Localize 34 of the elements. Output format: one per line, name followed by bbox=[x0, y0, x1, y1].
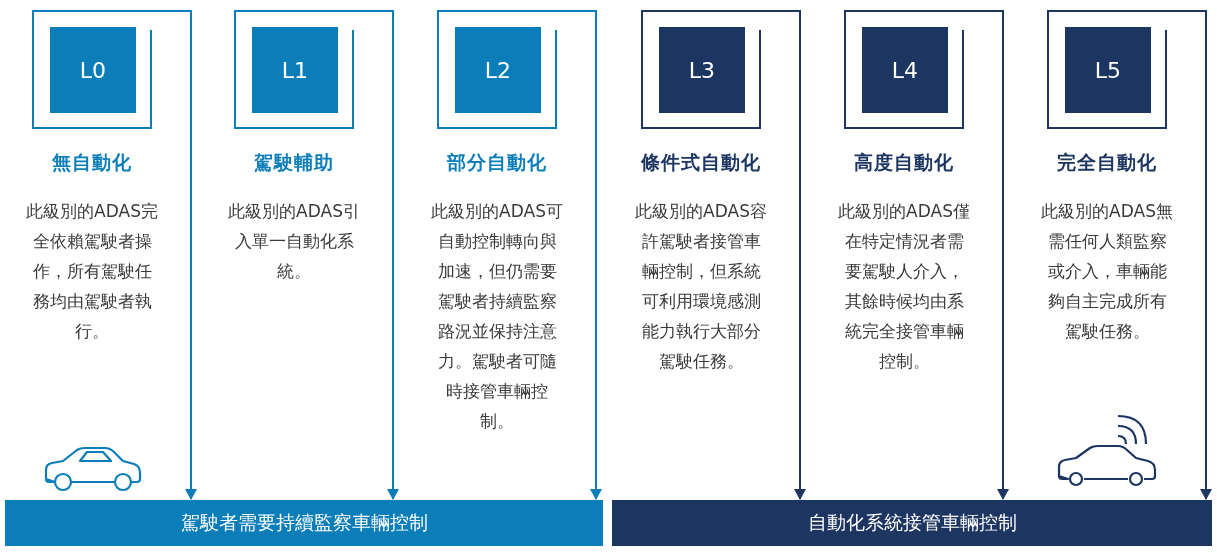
level-title: 駕駛輔助 bbox=[253, 150, 335, 175]
bar-label: 駕駛者需要持續監察車輛控制 bbox=[180, 510, 428, 535]
level-label: L4 bbox=[891, 57, 919, 83]
level-description: 此級別的ADAS引入單一自動化系統。 bbox=[228, 200, 360, 283]
level-title: 無自動化 bbox=[51, 150, 133, 175]
level-label: L1 bbox=[281, 57, 309, 83]
arrow bbox=[997, 439, 1009, 500]
arrow bbox=[1200, 439, 1212, 500]
level-description: 此級別的ADAS容許駕駛者接管車輛控制，但系統可利用環境感測能力執行大部分駕駛任務。 bbox=[635, 200, 767, 373]
level-box bbox=[252, 27, 338, 113]
level-box bbox=[1065, 27, 1151, 113]
category-bar bbox=[612, 500, 1212, 546]
level-title: 完全自動化 bbox=[1056, 150, 1158, 175]
level-title: 高度自動化 bbox=[853, 150, 955, 175]
level-label: L2 bbox=[484, 57, 512, 83]
level-box bbox=[50, 27, 136, 113]
level-box bbox=[455, 27, 541, 113]
level-description: 此級別的ADAS無需任何人類監察或介入，車輛能夠自主完成所有駕駛任務。 bbox=[1041, 200, 1173, 343]
arrow bbox=[185, 439, 197, 500]
arrow bbox=[387, 439, 399, 500]
level-description: 此級別的ADAS可自動控制轉向與加速，但仍需要駕駛者持續監察路況並保持注意力。駕駛者可隨時接管車輛控制。 bbox=[431, 200, 563, 433]
level-label: L5 bbox=[1094, 57, 1122, 83]
level-label: L3 bbox=[688, 57, 716, 83]
level-box bbox=[659, 27, 745, 113]
bar-label: 自動化系統接管車輛控制 bbox=[807, 510, 1017, 535]
level-box bbox=[862, 27, 948, 113]
level-description: 此級別的ADAS完全依賴駕駛者操作，所有駕駛任務均由駕駛者執行。 bbox=[26, 200, 158, 343]
arrow bbox=[590, 439, 602, 500]
level-title: 條件式自動化 bbox=[640, 150, 762, 175]
category-bar bbox=[5, 500, 603, 546]
level-label: L0 bbox=[79, 57, 107, 83]
level-title: 部分自動化 bbox=[446, 150, 548, 175]
level-description: 此級別的ADAS僅在特定情況者需要駕駛人介入，其餘時候均由系統完全接管車輛控制。 bbox=[838, 200, 970, 373]
arrow bbox=[794, 439, 806, 500]
